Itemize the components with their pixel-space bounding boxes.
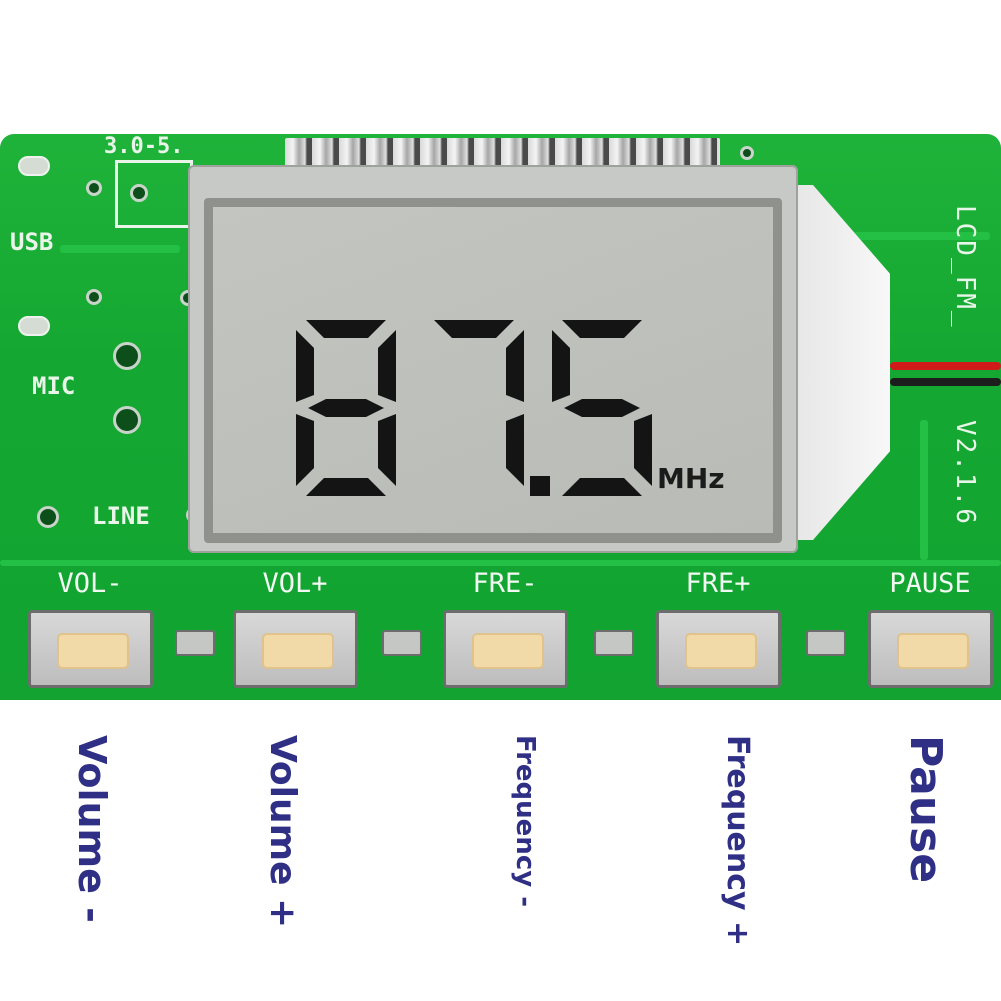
usb-pad <box>18 316 50 336</box>
frequency-unit: MHz <box>657 462 725 495</box>
model-silk-label: LCD_FM_ <box>950 205 980 329</box>
caption-3: Frequency - <box>510 735 540 908</box>
digit-segment <box>378 414 396 486</box>
digit-segment <box>506 330 524 402</box>
digit-segment <box>562 320 642 338</box>
line-silk-label: LINE <box>92 502 150 530</box>
button-silk-label: PAUSE <box>889 568 971 599</box>
button-silk-label: VOL- <box>57 568 123 599</box>
caption-2: Volume + <box>262 735 303 929</box>
caption-5: Pause <box>900 735 951 884</box>
digit-segment <box>434 320 514 338</box>
solder-pad <box>174 630 215 656</box>
tactile-button-vol-minus[interactable] <box>28 610 153 688</box>
caption-4: Frequency + <box>720 735 755 947</box>
tactile-button-vol-plus[interactable] <box>233 610 358 688</box>
mic-pad <box>113 406 141 434</box>
mic-pad <box>113 342 141 370</box>
black-wire <box>890 378 1001 386</box>
digit-segment <box>308 399 384 417</box>
tactile-button-fre-minus[interactable] <box>443 610 568 688</box>
solder-pad <box>382 630 422 656</box>
pcb-trace <box>60 245 180 253</box>
pcb-trace <box>920 420 928 560</box>
button-silk-label: FRE- <box>472 568 538 599</box>
tactile-button-fre-plus[interactable] <box>656 610 781 688</box>
solder-pad <box>593 630 634 656</box>
button-cap[interactable] <box>472 633 544 669</box>
pcb-trace <box>820 232 990 240</box>
mic-silk-label: MIC <box>32 372 76 400</box>
power-pad-outline <box>115 160 193 228</box>
digit-segment <box>306 478 386 496</box>
digit-segment <box>378 330 396 402</box>
button-cap[interactable] <box>262 633 334 669</box>
decimal-point-segment <box>530 476 550 496</box>
line-jack-hole <box>37 506 59 528</box>
tactile-button-pause[interactable] <box>868 610 993 688</box>
button-silk-label: VOL+ <box>262 568 328 599</box>
voltage-silk-label: 3.0-5. <box>104 134 184 159</box>
solder-pad <box>806 630 846 656</box>
caption-1: Volume - <box>70 735 114 923</box>
digit-segment <box>296 414 314 486</box>
via-hole <box>86 289 102 305</box>
button-cap[interactable] <box>57 633 129 669</box>
usb-silk-label: USB <box>10 228 54 256</box>
frequency-readout <box>296 320 652 496</box>
button-cap[interactable] <box>897 633 969 669</box>
red-wire <box>890 362 1001 370</box>
digit-segment <box>296 330 314 402</box>
button-cap[interactable] <box>685 633 757 669</box>
digit-segment <box>552 330 570 402</box>
usb-pad <box>18 156 50 176</box>
digit-segment <box>306 320 386 338</box>
button-silk-label: FRE+ <box>685 568 751 599</box>
version-silk-label: V2.1.6 <box>950 420 980 526</box>
digit-segment <box>634 414 652 486</box>
via-hole <box>740 146 754 160</box>
digit-segment <box>506 414 524 486</box>
via-hole <box>86 180 102 196</box>
digit-segment <box>562 478 642 496</box>
digit-segment <box>564 399 640 417</box>
pcb-trace <box>0 560 1001 566</box>
via-hole <box>130 184 148 202</box>
